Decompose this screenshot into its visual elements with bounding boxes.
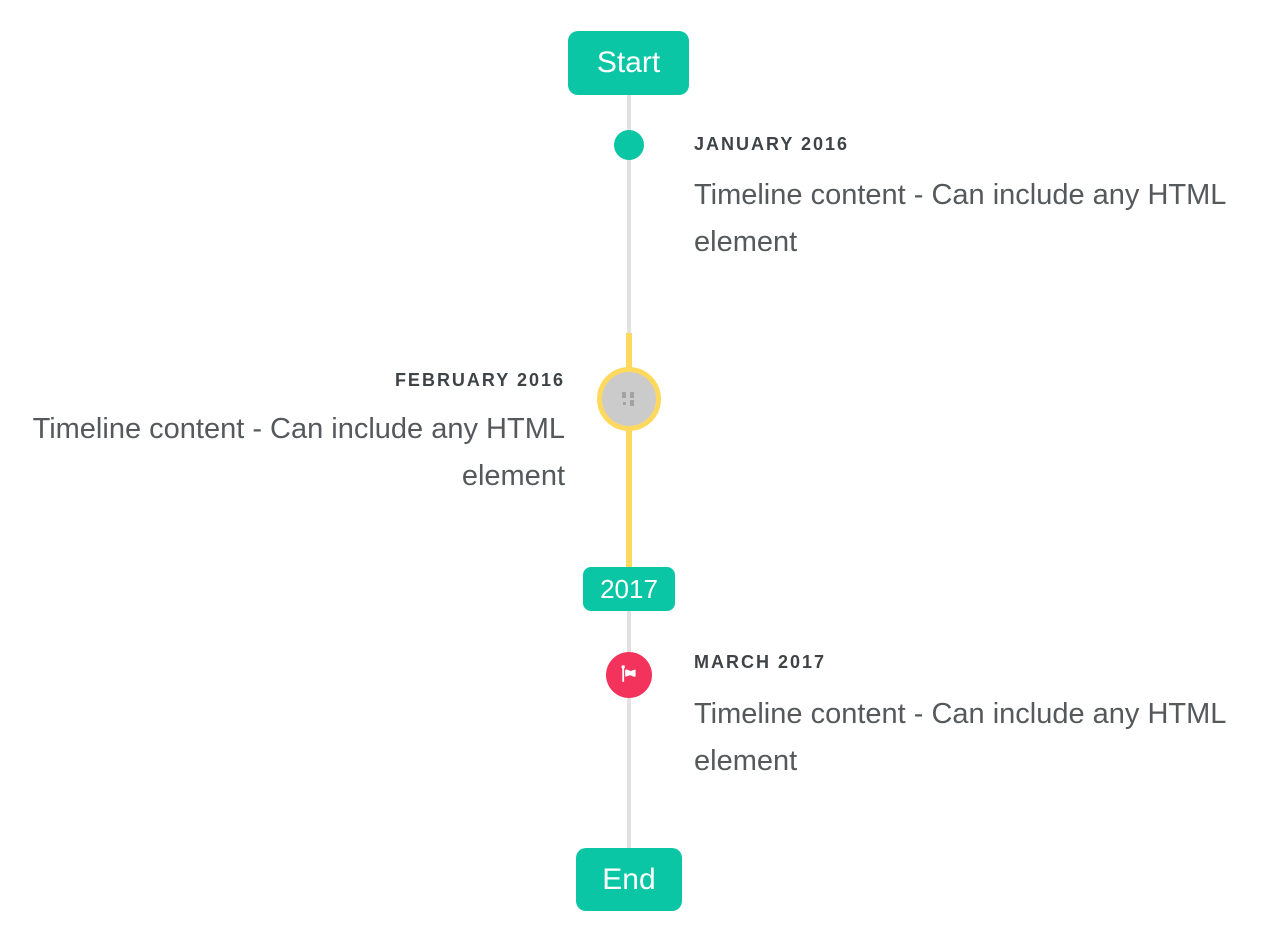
item-march-title: MARCH 2017 — [694, 652, 827, 672]
year-flag-label: 2017 — [600, 573, 658, 604]
item-march-content: Timeline content - Can include any HTML … — [694, 698, 1226, 777]
january-dot-marker — [614, 130, 644, 160]
start-flag-label: Start — [596, 46, 661, 79]
end-flag-label: End — [602, 862, 656, 896]
timeline-line-highlight — [626, 333, 632, 567]
february-circle-marker — [597, 367, 661, 431]
march-circle-marker — [606, 652, 652, 698]
item-february-content: Timeline content - Can include any HTML … — [32, 413, 565, 492]
start-flag-badge[interactable]: Start — [568, 31, 689, 95]
broken-image-icon — [622, 392, 634, 406]
item-january-title: JANUARY 2016 — [694, 134, 850, 154]
flag-icon — [621, 665, 636, 682]
year-flag-badge[interactable]: 2017 — [583, 567, 675, 611]
item-january-content: Timeline content - Can include any HTML … — [694, 179, 1226, 258]
item-february-title: FEBRUARY 2016 — [394, 370, 565, 390]
end-flag-badge[interactable]: End — [576, 848, 682, 911]
